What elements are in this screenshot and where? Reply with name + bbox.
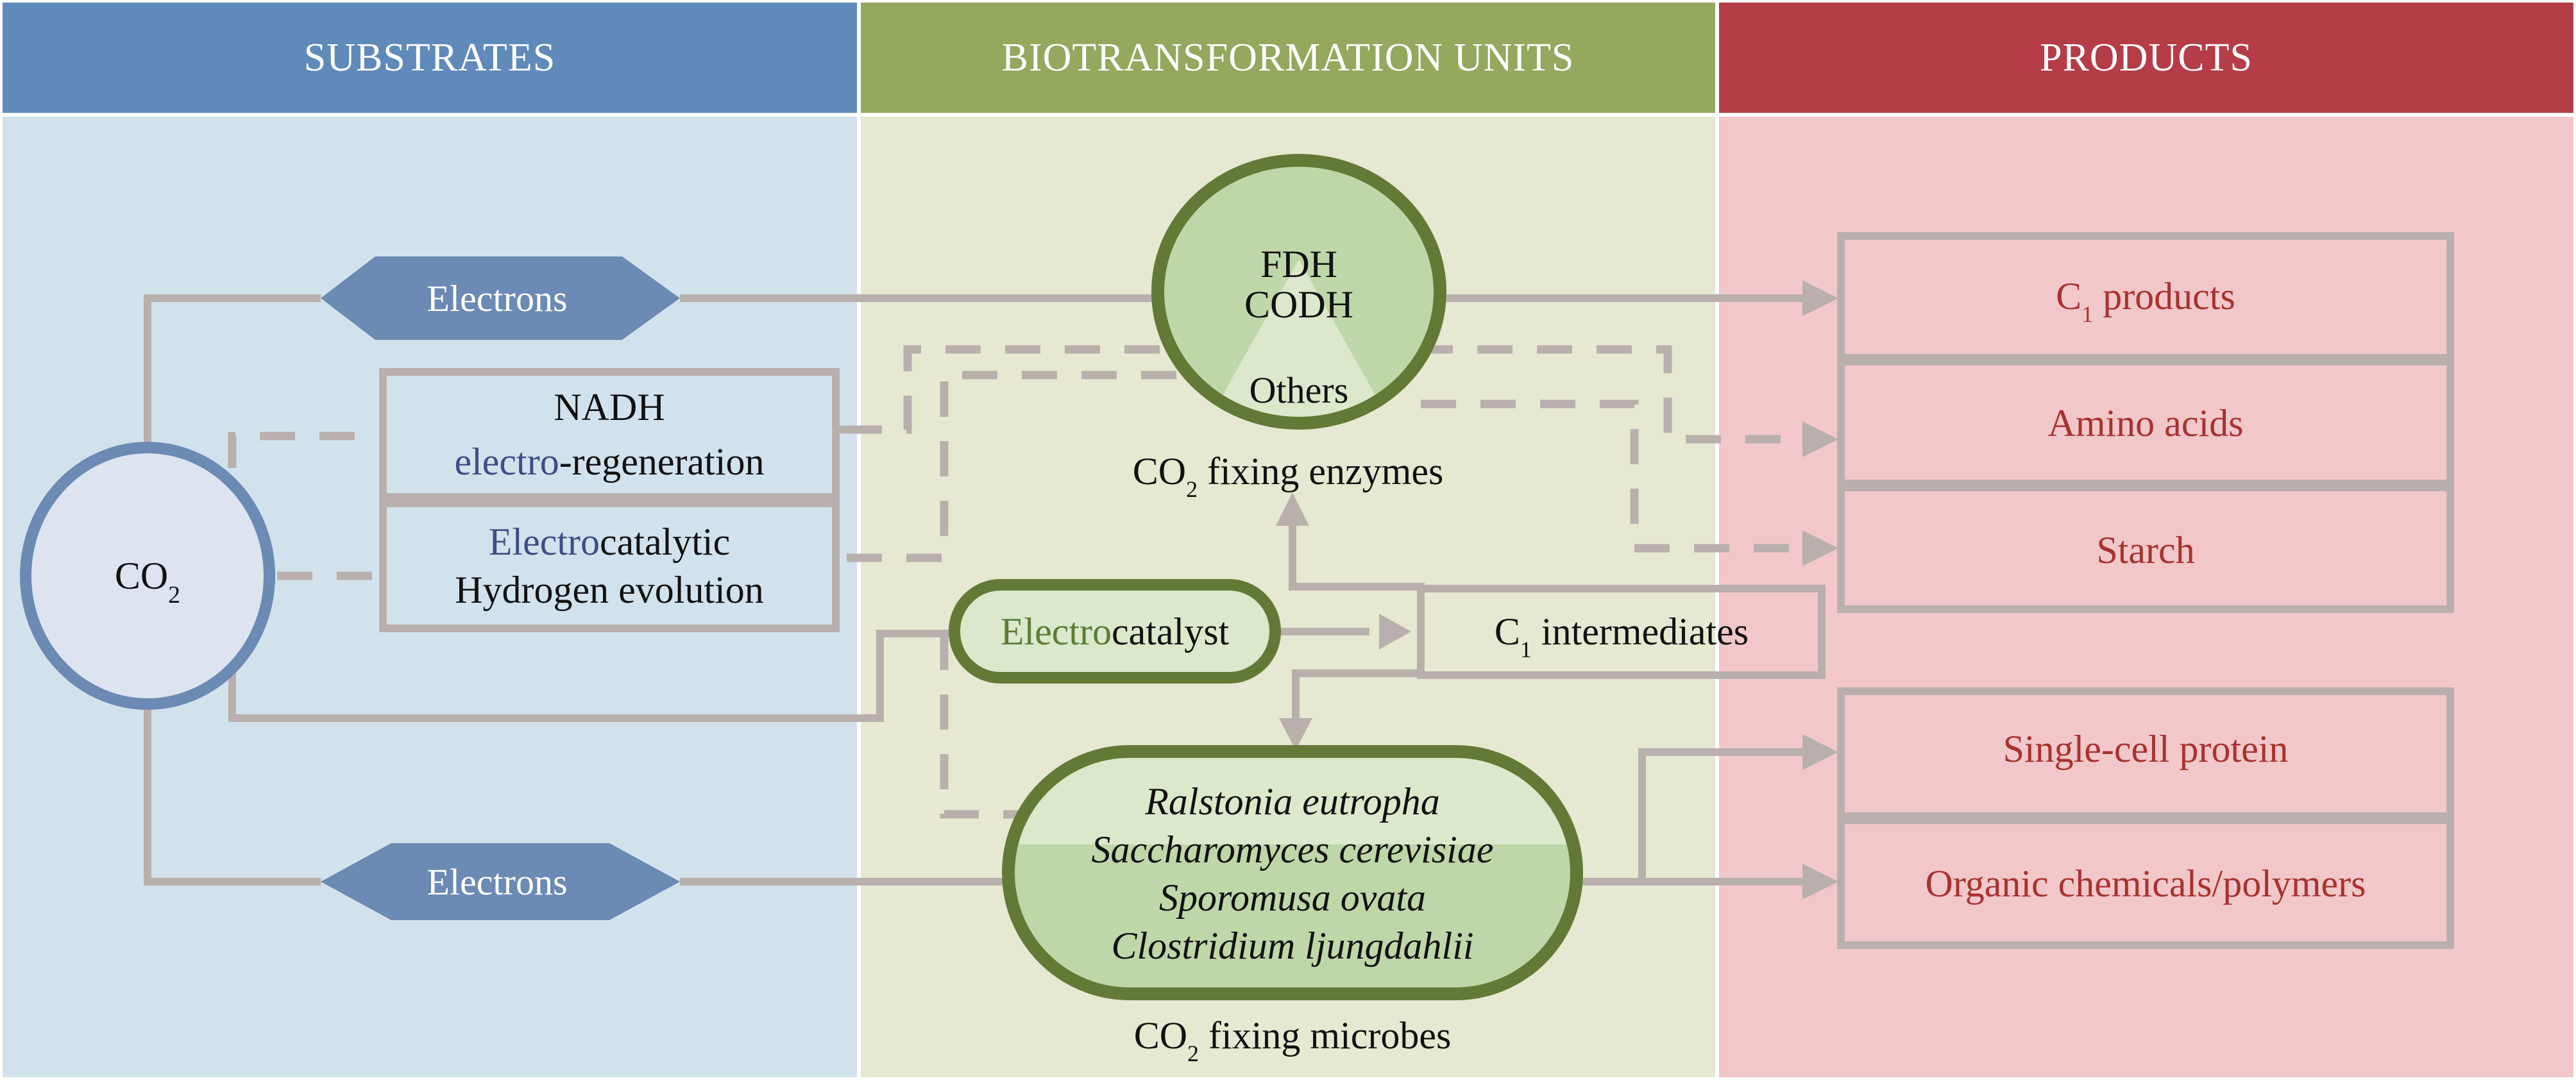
biotrans-header-bar: [861, 3, 1715, 113]
arrow-to-organic-icon: [1802, 864, 1838, 900]
product-box-starch[interactable]: [1837, 483, 2454, 613]
electrocatalyst-node[interactable]: Electrocatalyst: [949, 579, 1281, 684]
microbes-caption: CO2 fixing microbes: [1134, 1014, 1452, 1066]
dashed-hydrogen-to-microbes: [940, 635, 1020, 819]
arrow-to-enzymes-icon: [1276, 492, 1309, 526]
arrow-to-starch-icon: [1802, 530, 1838, 566]
others-label: Others: [1250, 369, 1349, 411]
hydrogen-evolution-box[interactable]: Electrocatalytic Hydrogen evolution: [379, 500, 840, 632]
fdh-label: FDH: [1260, 243, 1337, 285]
dashed-co2-to-nadh: [228, 432, 378, 468]
electrocatalytic-label: Electrocatalytic: [489, 521, 730, 563]
dashed-nadh-to-enzymes: [847, 345, 1174, 434]
product-amino-acids-label: Amino acids: [2048, 402, 2244, 444]
microbe-species-2: Saccharomyces cerevisiae: [1092, 828, 1494, 871]
nadh-label: NADH: [554, 386, 665, 428]
enzymes-others-wedge: [1199, 260, 1398, 420]
product-c1-label: C1 products: [2056, 275, 2235, 327]
electrons-bottom-hexagon: [321, 843, 680, 920]
product-starch-label: Starch: [2096, 529, 2194, 571]
product-scp-label: Single-cell protein: [2003, 728, 2289, 770]
substrates-header-label: SUBSTRATES: [304, 36, 555, 80]
products-header-bar: [1719, 3, 2573, 113]
nadh-box-frame: [379, 368, 840, 501]
substrates-header-bar: [3, 3, 857, 113]
microbe-species-1: Ralstonia eutropha: [1144, 780, 1439, 823]
connectors-solid: [144, 294, 1806, 886]
products-upper-group: C1 products Amino acids Starch: [1837, 232, 2454, 613]
co2-label: CO2: [115, 555, 180, 609]
product-box-c1[interactable]: [1837, 232, 2454, 362]
arrow-to-c1-intermediates-icon: [1379, 614, 1411, 650]
connector-co2-electrons-bottom: [144, 641, 321, 886]
microbes-pill-ring: [1002, 745, 1583, 1000]
electrons-top-label: Electrons: [427, 278, 567, 319]
c1-intermediates-node[interactable]: C1 intermediates: [1417, 585, 1826, 679]
enzymes-ellipse-ring: [1151, 154, 1446, 430]
connector-co2-to-electrocatalyst: [228, 630, 956, 722]
product-organic-label: Organic chemicals/polymers: [1925, 862, 2366, 905]
electrocatalyst-label: Electrocatalyst: [1001, 610, 1230, 653]
microbes-pill-top-band: [1008, 751, 1577, 844]
c1-intermediates-frame: [1417, 585, 1826, 679]
connectors-dashed: [228, 345, 1806, 819]
nadh-regeneration-box[interactable]: NADH electro-regeneration: [379, 368, 840, 501]
electrocatalyst-pill: [949, 579, 1281, 684]
product-box-amino-acids[interactable]: [1837, 358, 2454, 487]
dashed-hydrogen-to-enzymes: [847, 371, 1199, 562]
nadh-regeneration-label: electro-regeneration: [454, 441, 764, 483]
electrons-top-hexagon: [321, 256, 680, 340]
arrowheads: [1276, 280, 1838, 900]
electrons-bottom-node[interactable]: Electrons: [321, 843, 680, 920]
enzymes-caption: CO2 fixing enzymes: [1133, 450, 1444, 502]
co2-circle: [20, 442, 275, 710]
microbe-species-4: Clostridium ljungdahlii: [1111, 925, 1473, 967]
c1-intermediates-label: C1 intermediates: [1495, 610, 1749, 662]
arrow-to-scp-icon: [1802, 734, 1838, 770]
dashed-enzymes-to-amino: [1418, 345, 1806, 444]
electrons-top-node[interactable]: Electrons: [321, 256, 680, 340]
arrow-to-amino-acids-icon: [1802, 421, 1838, 457]
connector-microbes-to-scp: [1638, 748, 1806, 882]
product-box-organic[interactable]: [1837, 816, 2454, 949]
dashed-enzymes-to-starch: [1421, 399, 1806, 553]
microbe-species-3: Sporomusa ovata: [1159, 877, 1426, 919]
electrons-bottom-label: Electrons: [427, 861, 567, 903]
hydrogen-box-frame: [379, 500, 840, 632]
hydrogen-evolution-label: Hydrogen evolution: [455, 569, 764, 611]
product-box-scp[interactable]: [1837, 687, 2454, 820]
co2-fixing-enzymes-node[interactable]: FDH CODH Others: [1151, 154, 1446, 436]
arrow-to-microbes-icon: [1279, 718, 1312, 750]
co2-fixing-microbes-node[interactable]: Ralstonia eutropha Saccharomyces cerevis…: [1002, 745, 1583, 1000]
products-header-label: PRODUCTS: [2040, 36, 2253, 80]
codh-label: CODH: [1244, 283, 1353, 326]
products-lower-group: Single-cell protein Organic chemicals/po…: [1837, 687, 2454, 949]
arrow-to-c1-products-icon: [1802, 280, 1838, 316]
connector-co2-electrons-top: [144, 294, 321, 449]
biotrans-header-label: BIOTRANSFORMATION UNITS: [1002, 36, 1575, 80]
co2-node[interactable]: CO2: [20, 442, 275, 710]
